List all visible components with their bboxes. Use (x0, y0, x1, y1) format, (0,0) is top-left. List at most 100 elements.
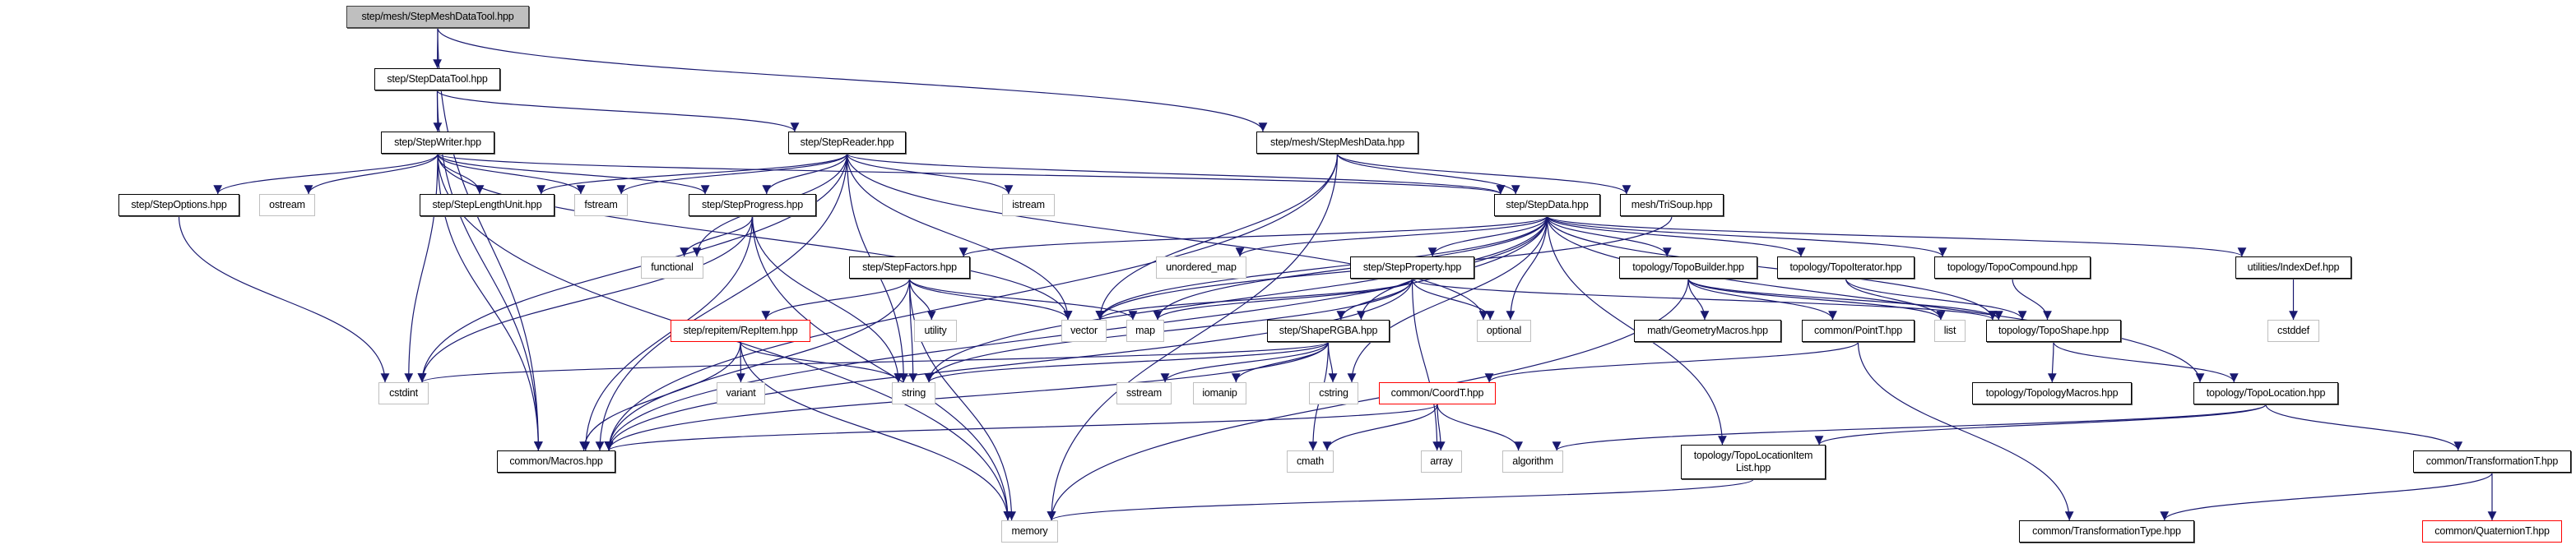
node-topo-location-item-list[interactable]: topology/TopoLocationItem List.hpp (1681, 445, 1826, 479)
edge-StepFactors-to-RepItem (761, 278, 911, 321)
edge-TopoShape-to-TopoLocation (2053, 341, 2239, 383)
edge-TopoLocation-to-TopoLocationItemList (1814, 404, 2267, 446)
node-topo-compound[interactable]: topology/TopoCompound.hpp (1934, 256, 2091, 279)
node-optional[interactable]: optional (1477, 320, 1531, 342)
node-coord-t[interactable]: common/CoordT.hpp (1379, 382, 1496, 404)
edge-StepReader-to-istream (846, 153, 1014, 195)
node-string[interactable]: string (892, 382, 935, 404)
node-topo-builder[interactable]: topology/TopoBuilder.hpp (1619, 256, 1757, 279)
node-topo-iterator[interactable]: topology/TopoIterator.hpp (1777, 256, 1915, 279)
node-step-mesh-data-tool[interactable]: step/mesh/StepMeshDataTool.hpp (346, 6, 529, 28)
node-utility[interactable]: utility (914, 320, 957, 342)
edge-PointT-to-CoordT (1484, 341, 1859, 383)
node-shape-rgba[interactable]: step/ShapeRGBA.hpp (1267, 320, 1390, 342)
edge-StepData-to-vector (1095, 215, 1548, 321)
edge-TopoBuilder-to-list (1687, 278, 1946, 321)
edge-StepMeshDataTool-to-Macros (437, 27, 543, 451)
edge-StepProgress-to-memory (751, 215, 1013, 521)
edge-TopoCompound-to-TopoShape (2012, 278, 2052, 321)
node-topology-macros[interactable]: topology/TopologyMacros.hpp (1972, 382, 2132, 404)
edge-RepItem-to-memory (740, 341, 1013, 521)
node-step-reader[interactable]: step/StepReader.hpp (788, 132, 906, 154)
node-step-length-unit[interactable]: step/StepLengthUnit.hpp (420, 194, 555, 216)
node-quaternion-t[interactable]: common/QuaternionT.hpp (2422, 520, 2562, 543)
node-array[interactable]: array (1421, 450, 1462, 473)
edge-StepFactors-to-utility (908, 278, 936, 321)
edge-StepProperty-to-vector (1095, 278, 1413, 321)
node-geometry-macros[interactable]: math/GeometryMacros.hpp (1634, 320, 1781, 342)
node-topo-shape[interactable]: topology/TopoShape.hpp (1986, 320, 2121, 342)
edge-StepWriter-to-StepOptions (213, 153, 439, 195)
edge-StepProperty-to-Macros (604, 278, 1413, 451)
node-point-t[interactable]: common/PointT.hpp (1802, 320, 1915, 342)
node-transformation-t[interactable]: common/TransformationT.hpp (2413, 450, 2571, 473)
node-tri-soup[interactable]: mesh/TriSoup.hpp (1620, 194, 1724, 216)
node-step-data-tool[interactable]: step/StepDataTool.hpp (374, 68, 500, 90)
edge-StepData-to-StepFactors (958, 215, 1548, 257)
node-map[interactable]: map (1126, 320, 1164, 342)
edge-StepProperty-to-array (1411, 278, 1442, 451)
node-rep-item[interactable]: step/repitem/RepItem.hpp (671, 320, 810, 342)
edge-StepProgress-to-cstdint (417, 215, 754, 383)
node-step-property[interactable]: step/StepProperty.hpp (1350, 256, 1474, 279)
edge-StepData-to-TopoBuilder (1546, 215, 1672, 257)
edge-StepDataTool-to-StepReader (436, 90, 800, 132)
edge-ShapeRGBA-to-cstring (1327, 341, 1338, 383)
edge-ShapeRGBA-to-Macros (604, 341, 1330, 451)
edge-CoordT-to-array (1436, 404, 1446, 451)
node-step-progress[interactable]: step/StepProgress.hpp (689, 194, 816, 216)
edge-StepMeshDataTool-to-StepMeshData (437, 27, 1268, 132)
edge-StepWriter-to-StepData (437, 153, 1505, 195)
node-fstream[interactable]: fstream (574, 194, 628, 216)
node-cstddef[interactable]: cstddef (2267, 320, 2319, 342)
edge-CoordT-to-algorithm (1437, 404, 1523, 451)
edge-ShapeRGBA-to-string (924, 341, 1330, 383)
edge-CoordT-to-cmath (1322, 404, 1438, 451)
edge-StepProgress-to-string (751, 215, 903, 383)
edge-TopoBuilder-to-PointT (1687, 278, 1837, 321)
edge-StepReader-to-optional (846, 153, 1488, 321)
edge-StepMeshData-to-TriSoup (1336, 153, 1631, 195)
node-cmath[interactable]: cmath (1287, 450, 1334, 473)
node-algorithm[interactable]: algorithm (1502, 450, 1563, 473)
node-ostream[interactable]: ostream (259, 194, 315, 216)
node-functional[interactable]: functional (641, 256, 703, 279)
node-memory[interactable]: memory (1001, 520, 1058, 543)
edge-StepReader-to-StepProgress (762, 153, 848, 195)
edge-StepData-to-StepProperty (1427, 215, 1548, 257)
edge-StepWriter-to-StepProgress (437, 153, 710, 195)
edge-StepData-to-IndexDef (1546, 215, 2247, 257)
node-topo-location[interactable]: topology/TopoLocation.hpp (2193, 382, 2338, 404)
edge-StepProperty-to-string (924, 278, 1413, 383)
node-index-def[interactable]: utilities/IndexDef.hpp (2235, 256, 2351, 279)
node-step-writer[interactable]: step/StepWriter.hpp (381, 132, 494, 154)
edge-StepFactors-to-map (908, 278, 1138, 321)
edge-StepData-to-TopoLocation (1546, 215, 2205, 383)
node-transformation-type[interactable]: common/TransformationType.hpp (2019, 520, 2194, 543)
edge-StepMeshData-to-memory (1047, 153, 1339, 521)
node-step-factors[interactable]: step/StepFactors.hpp (849, 256, 970, 279)
node-step-options[interactable]: step/StepOptions.hpp (118, 194, 239, 216)
node-istream[interactable]: istream (1002, 194, 1055, 216)
node-cstdint[interactable]: cstdint (378, 382, 429, 404)
node-unordered_map[interactable]: unordered_map (1156, 256, 1246, 279)
edge-StepProgress-to-Macros (581, 215, 754, 451)
node-vector[interactable]: vector (1061, 320, 1107, 342)
edge-StepData-to-TopoCompound (1546, 215, 1947, 257)
edge-ShapeRGBA-to-cstdint (418, 341, 1330, 383)
node-variant[interactable]: variant (717, 382, 765, 404)
edge-StepReader-to-StepData (846, 153, 1506, 195)
edge-TopoBuilder-to-TopoShape (1687, 278, 2003, 321)
node-list[interactable]: list (1934, 320, 1966, 342)
edge-StepData-to-string (924, 215, 1548, 383)
edge-StepReader-to-fstream (616, 153, 848, 195)
edge-StepReader-to-vector (846, 153, 1073, 321)
node-cstring[interactable]: cstring (1309, 382, 1358, 404)
edge-TopoLocationItemList-to-memory (1047, 478, 1754, 521)
node-step-data[interactable]: step/StepData.hpp (1494, 194, 1600, 216)
node-sstream[interactable]: sstream (1116, 382, 1172, 404)
node-iomanip[interactable]: iomanip (1193, 382, 1246, 404)
edge-StepProperty-to-map (1153, 278, 1413, 321)
node-macros[interactable]: common/Macros.hpp (497, 450, 615, 473)
node-step-mesh-data[interactable]: step/mesh/StepMeshData.hpp (1256, 132, 1418, 154)
